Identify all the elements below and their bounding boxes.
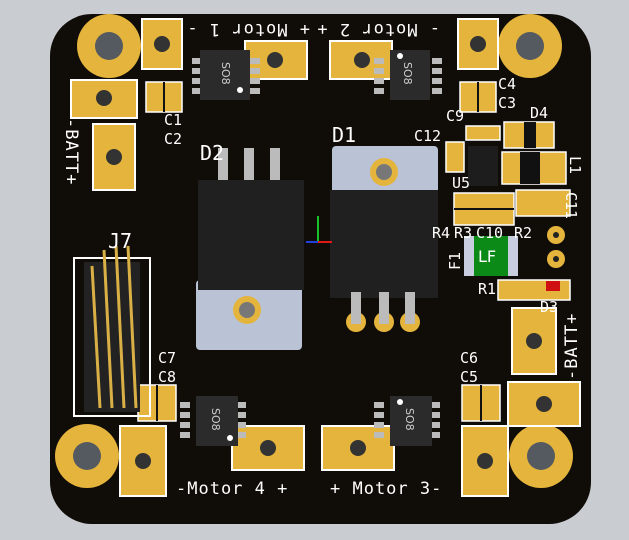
r1-label: R1 — [478, 280, 496, 298]
d3-label: D3 — [540, 298, 558, 316]
motor4-label: -Motor 4 + — [176, 479, 288, 499]
batt-right-label: -BATT+ — [562, 313, 582, 380]
u5-label: U5 — [452, 174, 470, 192]
motor3-label: + Motor 3- — [330, 479, 442, 499]
j7-label: J7 — [108, 229, 132, 253]
c7-label: C7 — [158, 349, 176, 367]
so8-chip-u2[interactable]: SO8 — [374, 50, 442, 100]
r2-label: R2 — [514, 224, 532, 242]
axis-gizmo — [306, 216, 332, 243]
batt-left-label: -BATT+ — [61, 118, 81, 185]
chip-marking: SO8 — [403, 408, 416, 431]
c5-label: C5 — [460, 368, 478, 386]
to220-d1[interactable] — [330, 146, 438, 332]
so8-chip-u4[interactable]: SO8 — [374, 396, 440, 446]
c1-label: C1 — [164, 111, 182, 129]
d1-label: D1 — [332, 123, 356, 147]
fuse-logo: LF — [478, 247, 496, 266]
c9-label: C9 — [446, 107, 464, 125]
silkscreen-labels: + Motor 1 - - Motor 2 + -Motor 4 + + Mot… — [61, 19, 584, 499]
r4-label: R4 — [432, 224, 450, 242]
d4-label: D4 — [530, 104, 548, 122]
c3-label: C3 — [498, 94, 516, 112]
c11-label: C11 — [562, 192, 580, 219]
header-j7[interactable] — [73, 245, 151, 417]
c10-label: C10 — [476, 224, 503, 242]
smd-capacitors — [137, 81, 571, 422]
u5-chip[interactable] — [468, 146, 498, 186]
to220-d2[interactable] — [196, 148, 304, 350]
c6-label: C6 — [460, 349, 478, 367]
motor2-label: - Motor 2 + — [316, 19, 440, 39]
terminal-pads — [70, 18, 581, 497]
so8-chip-u1[interactable]: SO8 — [192, 50, 260, 100]
r3-label: R3 — [454, 224, 472, 242]
led-d3[interactable] — [546, 281, 560, 291]
mounting-holes — [55, 14, 573, 488]
f1-label: F1 — [446, 252, 464, 270]
fuse-f1[interactable]: LF — [464, 236, 518, 276]
motor1-label: + Motor 1 - — [186, 19, 310, 39]
l1-label: L1 — [566, 156, 584, 174]
chip-marking: SO8 — [209, 408, 222, 431]
c12-label: C12 — [414, 127, 441, 145]
so8-chip-u3[interactable]: SO8 — [180, 396, 246, 446]
c8-label: C8 — [158, 368, 176, 386]
chip-marking: SO8 — [219, 62, 232, 85]
chip-marking: SO8 — [401, 62, 414, 85]
c4-label: C4 — [498, 75, 516, 93]
d2-label: D2 — [200, 141, 224, 165]
c2-label: C2 — [164, 130, 182, 148]
